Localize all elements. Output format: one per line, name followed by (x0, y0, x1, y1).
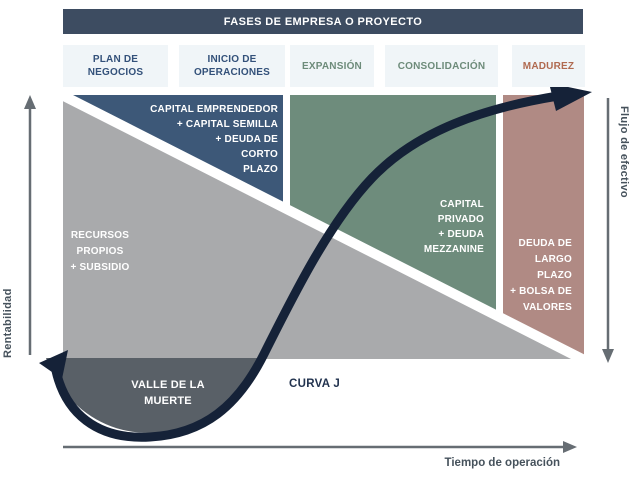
j-curve-end-arrow-icon (549, 83, 592, 111)
phase-expansion: EXPANSIÓN (290, 45, 374, 87)
phase-plan-de-negocios: PLAN DE NEGOCIOS (63, 45, 168, 87)
phase-madurez: MADUREZ (512, 45, 585, 87)
label-tiempo-operacion: Tiempo de operación (444, 457, 560, 469)
j-curve-line (49, 91, 559, 442)
region-capital-privado (290, 95, 496, 315)
label-deuda-largo-plazo: DEUDA DE LARGO PLAZO + BOLSA DE VALORES (510, 238, 572, 313)
label-valle-de-la-muerte: VALLE DE LA MUERTE (131, 379, 205, 407)
bottom-axis-arrow-right-icon (563, 441, 577, 453)
left-axis-arrow-up-icon (24, 95, 36, 109)
label-flujo-efectivo: Flujo de efectivo (618, 106, 630, 198)
diagonal-divider (53, 87, 595, 369)
label-rentabilidad: Rentabilidad (2, 288, 14, 358)
label-recursos-propios: RECURSOS PROPIOS + SUBSIDIO (70, 230, 130, 273)
header-banner: FASES DE EMPRESA O PROYECTO (63, 9, 583, 34)
phase-consolidacion: CONSOLIDACIÓN (385, 45, 498, 87)
j-curve-start-arrow-icon (39, 350, 68, 379)
label-capital-emprendedor: CAPITAL EMPRENDEDOR + CAPITAL SEMILLA + … (150, 104, 278, 175)
label-curva-j: CURVA J (289, 378, 341, 390)
right-axis-arrow-down-icon (602, 349, 614, 363)
phase-inicio-operaciones: INICIO DE OPERACIONES (179, 45, 285, 87)
label-capital-privado: CAPITAL PRIVADO + DEUDA MEZZANINE (423, 199, 484, 255)
region-deuda-largo-plazo (503, 95, 584, 359)
